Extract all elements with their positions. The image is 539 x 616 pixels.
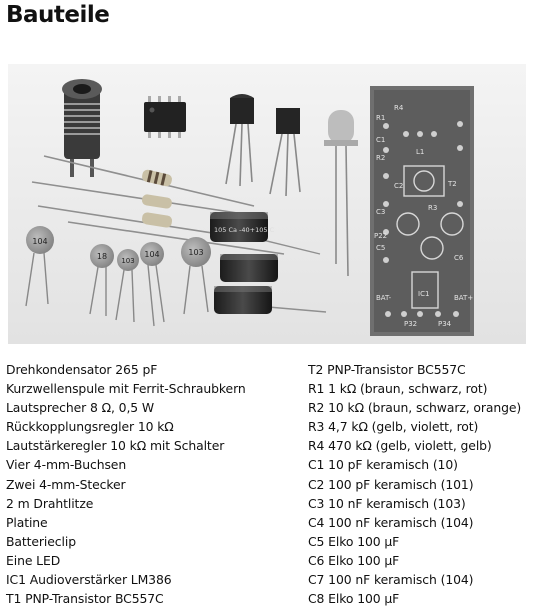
svg-text:C2: C2 [394,182,403,190]
pcb-board: R1 R2 R3 R4 C1 C2 C3 C5 L1 P22 IC1 T2 BA… [370,86,474,336]
transistor-icon [269,108,301,197]
list-item: Platine [6,514,48,530]
svg-text:P32: P32 [404,320,417,328]
ceramic-capacitor-icon: 18 [89,244,114,316]
coil-icon [62,79,102,177]
list-item: C1 10 pF keramisch (10) [308,457,458,473]
list-item: C2 100 pF keramisch (101) [308,476,474,492]
list-item: Vier 4-mm-Buchsen [6,457,127,473]
svg-text:C6: C6 [454,254,464,262]
svg-text:L1: L1 [416,148,424,156]
list-item: C8 Elko 100 µF [308,591,400,607]
svg-text:18: 18 [97,252,107,261]
list-item: T2 PNP-Transistor BC557C [308,362,466,377]
transistor-icon [225,94,254,187]
electrolytic-capacitor-icon [214,286,272,314]
list-item: Batterieclip [6,533,76,549]
svg-text:C3: C3 [376,208,385,216]
list-item: Eine LED [6,552,61,568]
svg-text:BAT+: BAT+ [454,294,473,302]
list-item: R3 4,7 kΩ (gelb, violett, rot) [308,419,479,435]
ceramic-capacitor-icon: 103 [181,237,211,315]
list-item: Lautsprecher 8 Ω, 0,5 W [6,400,155,416]
list-item: T1 PNP-Transistor BC557C [6,591,164,607]
list-item: R4 470 kΩ (gelb, violett, gelb) [308,438,492,454]
list-item: C4 100 nF keramisch (104) [308,514,474,530]
svg-text:P34: P34 [438,320,452,328]
svg-text:T2: T2 [447,180,457,188]
svg-text:104: 104 [32,237,47,246]
ceramic-capacitor-icon: 103 [115,249,139,323]
resistor-icon [43,155,255,207]
svg-text:103: 103 [188,248,203,257]
resistor-icon [67,221,285,255]
svg-text:105 Ca -40+105 C: 105 Ca -40+105 C [214,226,275,234]
svg-text:P22: P22 [374,232,387,240]
parts-list-left: Drehkondensator 265 pF Kurzwellenspule m… [6,360,296,608]
svg-text:C1: C1 [376,136,385,144]
electrolytic-capacitor-icon [220,254,278,282]
list-item: 2 m Drahtlitze [6,495,94,511]
resistor-icon [31,181,245,215]
list-item: Drehkondensator 265 pF [6,362,158,377]
electrolytic-capacitor-icon: 105 Ca -40+105 C [210,212,275,242]
list-item: R2 10 kΩ (braun, schwarz, orange) [308,400,522,416]
ic-chip-icon [144,96,186,138]
list-item: Rückkopplungsregler 10 kΩ [6,419,174,435]
svg-text:R4: R4 [394,104,404,112]
svg-text:BAT-: BAT- [376,294,392,302]
svg-text:104: 104 [144,250,159,259]
list-item: C5 Elko 100 µF [308,533,400,549]
list-item: C7 100 nF keramisch (104) [308,572,474,588]
page-title: Bauteile [6,2,110,28]
ceramic-capacitor-icon: 104 [25,226,54,307]
list-item: Lautstärkeregler 10 kΩ mit Schalter [6,438,225,454]
list-item: R1 1 kΩ (braun, schwarz, rot) [308,381,488,397]
parts-list-right: T2 PNP-Transistor BC557C R1 1 kΩ (braun,… [308,360,533,608]
svg-text:IC1: IC1 [418,290,429,298]
list-item: C6 Elko 100 µF [308,552,400,568]
list-item: C3 10 nF keramisch (103) [308,495,466,511]
led-icon [324,110,358,277]
list-item: Zwei 4-mm-Stecker [6,476,126,492]
svg-text:C5: C5 [376,244,385,252]
components-photo: 104 18 103 104 103 [8,64,526,344]
svg-text:R3: R3 [428,204,437,212]
list-item: IC1 Audioverstärker LM386 [6,572,172,588]
list-item: Kurzwellenspule mit Ferrit-Schraubkern [6,381,246,397]
svg-text:103: 103 [121,257,134,265]
svg-text:R2: R2 [376,154,385,162]
svg-text:R1: R1 [376,114,385,122]
ceramic-capacitor-icon: 104 [140,242,165,327]
